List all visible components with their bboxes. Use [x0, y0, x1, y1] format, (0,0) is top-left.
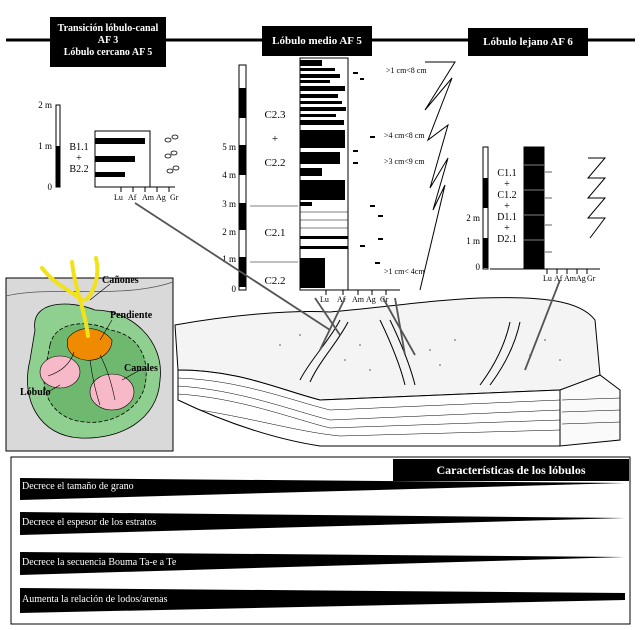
log-d-scale-2m: 2 m: [466, 213, 480, 223]
grain-af: Af: [337, 295, 346, 304]
log-c-unit-top-line1: C2.3: [264, 109, 286, 121]
log-d-facies-line6: +: [504, 223, 510, 234]
log-c-beds: [300, 60, 348, 288]
grain-ag: Ag: [366, 295, 376, 304]
log-d-scale-0: 0: [475, 262, 481, 272]
grain-am: Am: [352, 295, 364, 304]
block-channels: [299, 319, 521, 386]
connector-arrows: [134, 202, 561, 371]
log-c-scale-5m: 5 m: [222, 142, 236, 152]
log-d-trend: [586, 157, 607, 239]
header-proximal: Transición lóbulo-canal AF 3 Lóbulo cerc…: [50, 17, 166, 67]
log-c-annotation-bottom: >1 cm< 4cm: [384, 267, 425, 276]
log-d-facies-line7: D2.1: [497, 234, 517, 245]
log-d-facies: C1.1 + C1.2 + D1.1 + D2.1: [492, 168, 522, 245]
characteristics-row-4: Aumenta la relación de lodos/arenas: [22, 594, 168, 605]
block-side-right: [559, 374, 621, 447]
log-c-scale-2m: 2 m: [222, 227, 236, 237]
grain-lu: Lu: [320, 295, 329, 304]
log-d-facies-line5: D1.1: [497, 212, 517, 223]
log-d-facies-line3: C1.2: [497, 190, 517, 201]
log-c-annotation-middle: >3 cm<9 cm: [384, 157, 425, 166]
log-c-scale-4m: 4 m: [222, 170, 236, 180]
log-d-facies-line4: +: [504, 201, 510, 212]
characteristics-wedge: [20, 588, 625, 613]
characteristics-row-2: Decrece el espesor de los estratos: [22, 517, 157, 528]
log-c-symbols: [353, 72, 383, 264]
grain-gr: Gr: [587, 274, 596, 283]
log-b-facies-line1: B1.1: [69, 142, 89, 153]
log-b-bed: [95, 138, 145, 144]
log-c-annotation-upper: >4 cm<8 cm: [384, 131, 425, 140]
log-b-scale-1m: 1 m: [38, 141, 52, 151]
characteristics-wedge: [20, 552, 625, 575]
log-b-scale-0: 0: [47, 182, 53, 192]
log-b-bed: [95, 156, 135, 162]
log-d-facies-line1: C1.1: [497, 168, 517, 179]
header-proximal-line3: Lóbulo cercano AF 5: [63, 47, 153, 58]
log-b-scale-fill: [56, 146, 60, 187]
log-c-scale-3m: 3 m: [222, 199, 236, 209]
log-c-unit-mid: C2.1: [264, 227, 286, 239]
log-b-bed: [95, 172, 125, 177]
header-proximal-line1: Transición lóbulo-canal: [57, 23, 159, 34]
log-c-scale-1m: 1 m: [222, 254, 236, 264]
log-b-facies-line2: +: [76, 153, 82, 164]
characteristics-wedge: [20, 512, 625, 535]
log-b-facies-line3: B2.2: [69, 164, 89, 175]
log-d-scale-1m: 1 m: [466, 236, 480, 246]
log-c-scale-0: 0: [231, 284, 237, 294]
grain-af: Af: [554, 274, 563, 283]
characteristics-row-1: Decrece el tamaño de grano: [22, 481, 134, 492]
grain-af: Af: [128, 193, 137, 202]
log-b-scale-2m: 2 m: [38, 100, 52, 110]
map-label-channels: Canales: [124, 363, 158, 374]
grain-am: Am: [142, 193, 154, 202]
map-label-slope: Pendiente: [110, 310, 153, 321]
log-b-facies: B1.1 + B2.2: [64, 142, 94, 175]
grain-lu: Lu: [114, 193, 123, 202]
map-canyons: [40, 256, 100, 338]
log-c-unit-top-line2: +: [271, 133, 279, 145]
map-label-canyons: Cañones: [102, 275, 139, 286]
map-apron: [67, 328, 113, 361]
characteristics-row-3: Decrece la secuencia Bouma Ta-e a Te: [22, 557, 177, 568]
block-sand-dots: [279, 334, 561, 371]
log-c-unit-top-line3: C2.2: [264, 157, 286, 169]
characteristics-title: Características de los lóbulos: [393, 459, 629, 481]
log-c-trend: [419, 61, 456, 291]
characteristics-wedge: [20, 478, 625, 500]
grain-lu: Lu: [543, 274, 552, 283]
grain-am: Am: [564, 274, 576, 283]
log-d-facies-line2: +: [504, 179, 510, 190]
map-channel-lobe: [39, 355, 81, 389]
log-c-annotation-top: >1 cm<8 cm: [386, 66, 427, 75]
log-c-unit-bottom: C2.2: [264, 275, 286, 287]
header-medial: Lóbulo medio AF 5: [262, 26, 372, 56]
log-c-unit-top: C2.3 + C2.2: [255, 103, 295, 175]
log-c-scale-bar: [238, 64, 247, 291]
grain-ag: Ag: [156, 193, 166, 202]
map-label-lobe: Lóbulo: [20, 387, 51, 398]
log-b-clasts: [164, 134, 180, 174]
header-proximal-line2: AF 3: [97, 35, 119, 46]
header-distal: Lóbulo lejano AF 6: [468, 28, 588, 56]
grain-ag: Ag: [576, 274, 586, 283]
grain-gr: Gr: [170, 193, 179, 202]
map-channel-lobe: [89, 373, 135, 411]
